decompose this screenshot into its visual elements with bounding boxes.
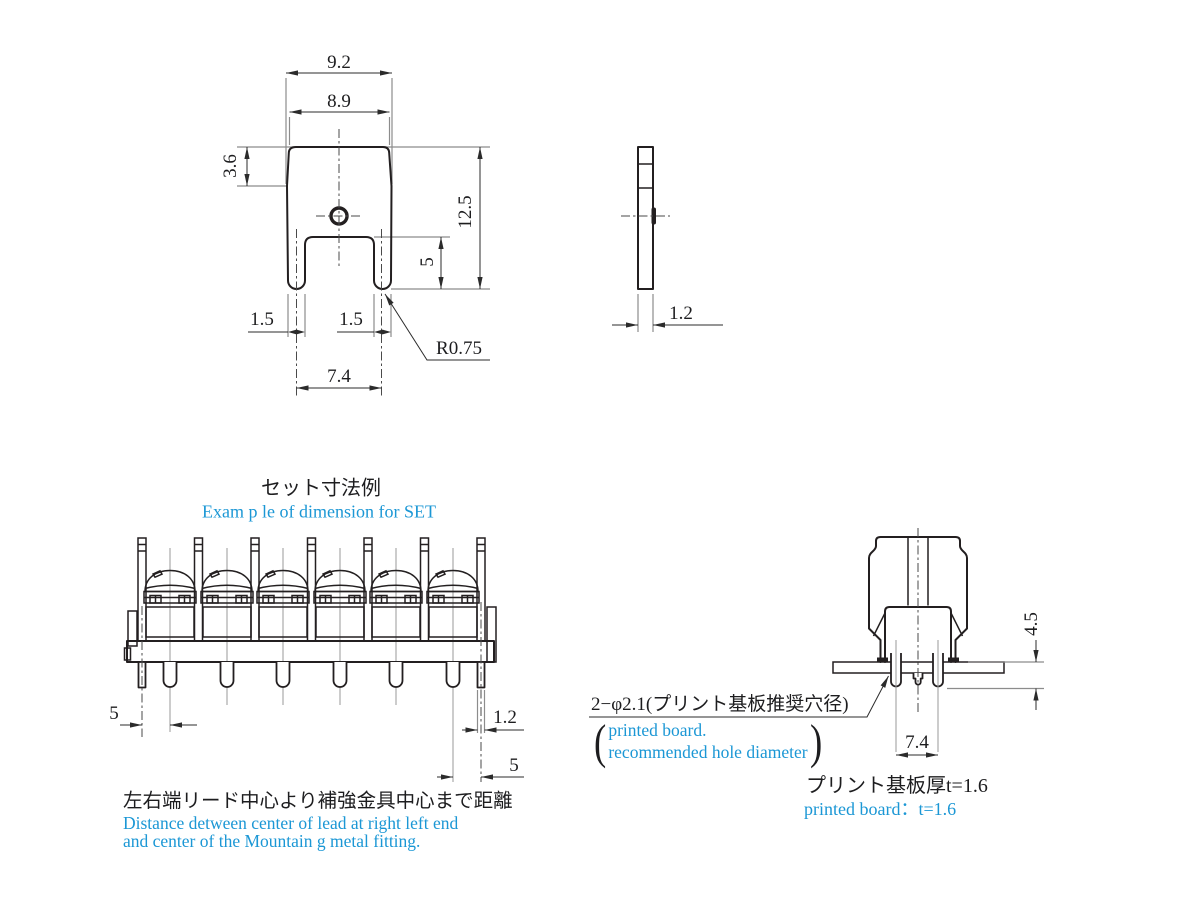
board-note-jp: プリント基板厚t=1.6	[806, 775, 988, 797]
board-note-en: printed board：t=1.6	[804, 799, 957, 819]
set-note-jp: 左右端リード中心より補強金具中心まで距離	[123, 791, 513, 812]
board-hole-note-en-line2: recommended hole diameter	[608, 742, 808, 763]
fitting-outline	[286, 146, 393, 290]
dim-width-top: 8.9	[327, 91, 351, 113]
dim-board-lead-length: 4.5	[1021, 612, 1043, 636]
dim-set-fitting-thickness: 1.2	[493, 707, 517, 729]
board-mount-view	[589, 528, 1044, 758]
dim-set-right-lead-to-fitting: 5	[509, 755, 519, 777]
fitting-side-view	[612, 146, 723, 332]
dim-width-outer: 9.2	[327, 52, 351, 74]
dim-slot-depth: 5	[417, 257, 439, 267]
set-note-en-line1: Distance detween center of lead at right…	[123, 813, 459, 833]
set-title-en: Exam p le of dimension for SET	[202, 501, 436, 522]
dim-board-lead-pitch: 7.4	[905, 732, 929, 754]
board-hole-note-en-line1: printed board.	[608, 720, 707, 741]
dim-leg-width-right: 1.5	[339, 309, 363, 331]
set-note-en-line2: and center of the Mountain g metal fitti…	[123, 831, 421, 851]
fitting-front-view	[237, 70, 490, 396]
dim-corner-radius: R0.75	[436, 338, 482, 360]
dim-total-height: 12.5	[455, 195, 477, 229]
open-paren: (	[594, 714, 607, 769]
close-paren: )	[809, 714, 822, 769]
board-hole-note-en: ( printed board. recommended hole diamet…	[592, 714, 824, 769]
dim-leg-pitch: 7.4	[327, 366, 351, 388]
board-hole-note-jp: 2−φ2.1(プリント基板推奨穴径)	[591, 694, 849, 715]
dim-leg-width-left: 1.5	[250, 309, 274, 331]
set-example-view	[120, 537, 524, 782]
dim-side-thickness: 1.2	[669, 303, 693, 325]
dim-set-left-lead-to-fitting: 5	[109, 703, 119, 725]
set-title-jp: セット寸法例	[261, 477, 381, 500]
dim-shoulder-height: 3.6	[220, 154, 242, 178]
